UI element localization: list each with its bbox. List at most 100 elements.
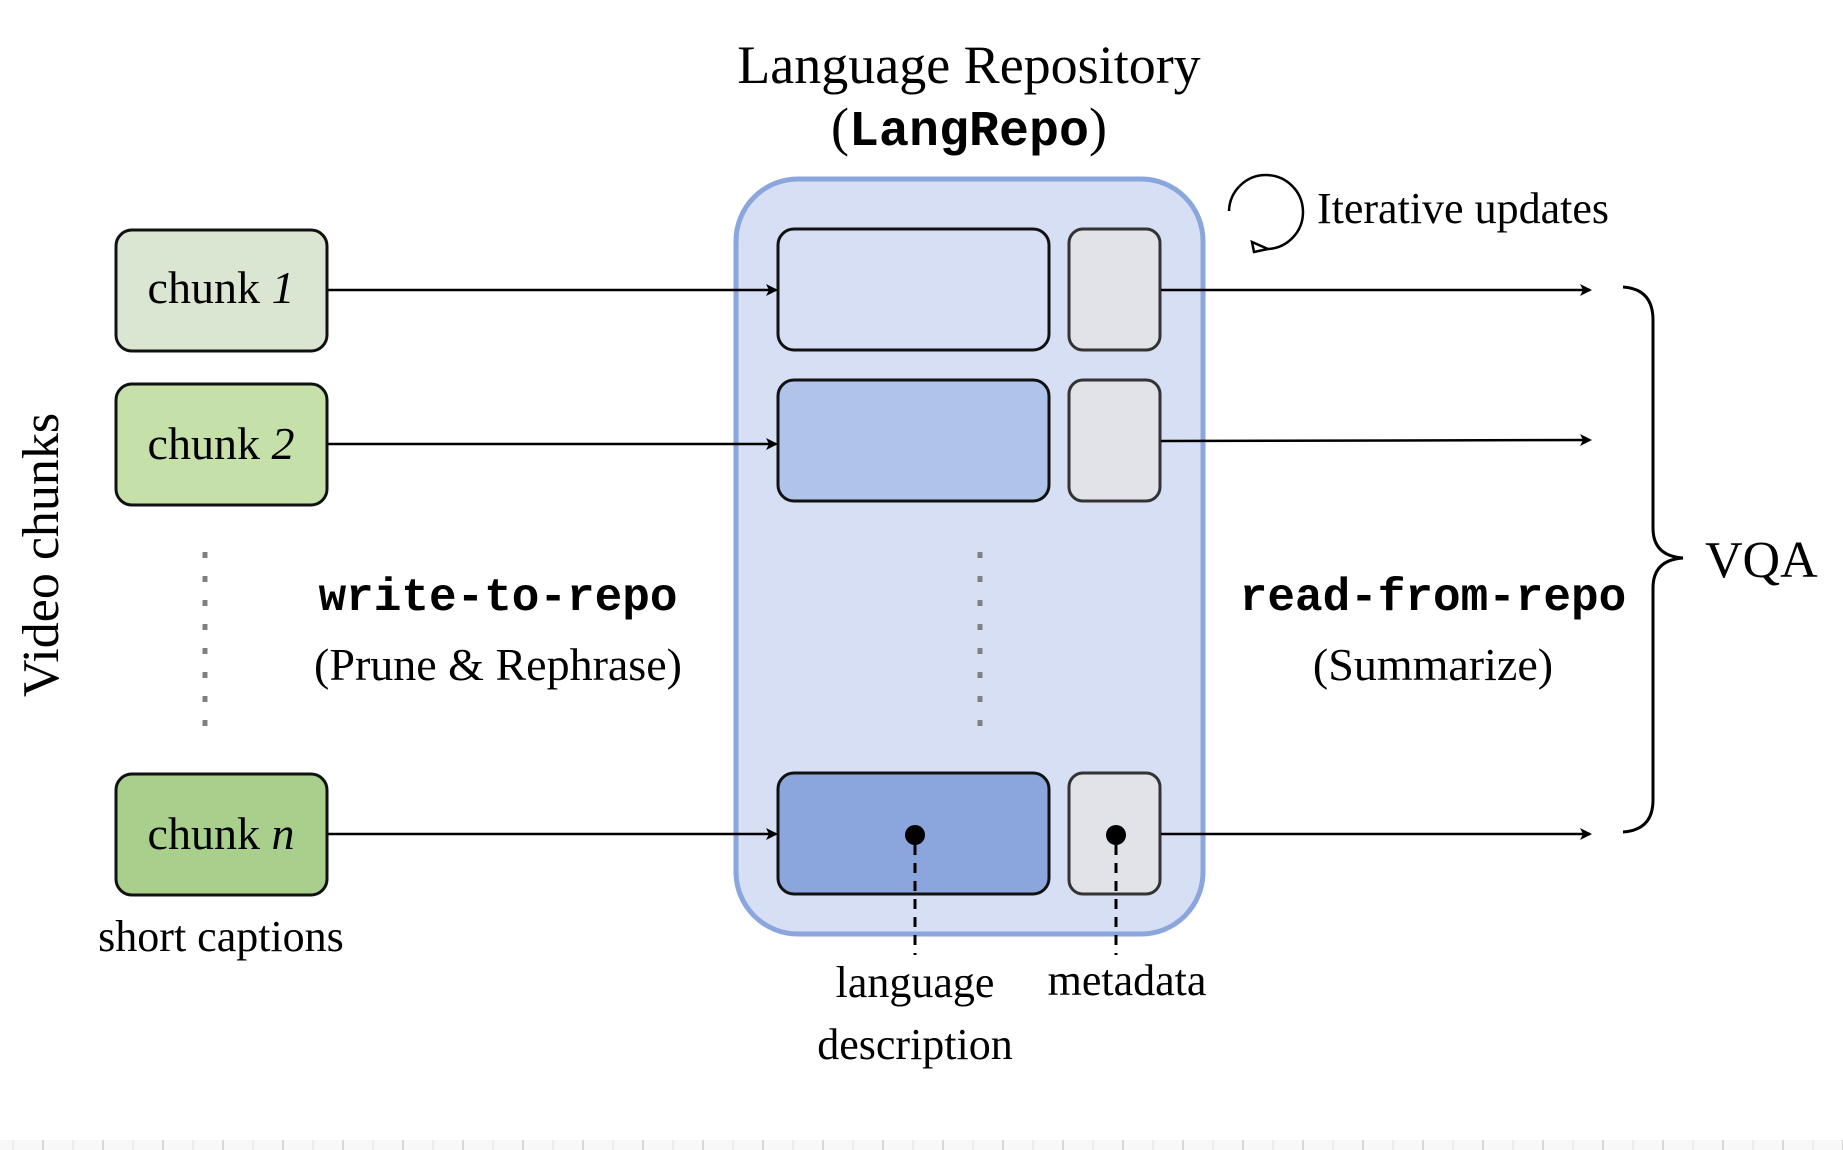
ruler-tick [642,1140,644,1150]
ruler-tick [1542,1140,1544,1150]
repo-acronym: LangRepo [849,104,1089,161]
chunk-n: chunk n [114,772,329,897]
ruler-tick [1482,1140,1484,1150]
ruler-strip [0,1140,1843,1150]
ruler-tick [792,1140,794,1150]
ruler-tick [12,1140,14,1150]
bottom-ruler [0,1140,1843,1150]
read-from-repo-label: read-from-repo [1240,572,1626,624]
ruler-tick [702,1140,704,1150]
ruler-tick [972,1140,974,1150]
ruler-tick [1092,1140,1094,1150]
metadata-callout-label: metadata [1048,956,1207,1005]
ruler-tick [942,1140,944,1150]
ruler-tick [1572,1140,1574,1150]
ruler-tick [1452,1140,1454,1150]
metadata-callout-dot [1106,825,1126,845]
ruler-tick [1272,1140,1274,1150]
ruler-tick [72,1140,74,1150]
language-repository-box [733,176,1206,937]
ruler-tick [1152,1140,1154,1150]
chunk-label: chunk n [148,808,295,859]
chunk-box [114,382,329,507]
curly-brace [1622,285,1684,834]
chunk-label: chunk 2 [148,418,295,469]
ruler-tick [372,1140,374,1150]
ruler-tick [762,1140,764,1150]
vqa-label: VQA [1705,532,1818,589]
ruler-tick [732,1140,734,1150]
description-callout-label: description [817,1020,1013,1069]
ruler-tick [1422,1140,1424,1150]
ruler-tick [552,1140,554,1150]
ruler-tick [252,1140,254,1150]
ruler-tick [522,1140,524,1150]
chunk-2: chunk 2 [114,382,329,507]
ruler-tick [192,1140,194,1150]
metadata-cell [1067,378,1162,503]
video-chunks-label: Video chunks [13,413,70,697]
ruler-tick [612,1140,614,1150]
ruler-tick [1002,1140,1004,1150]
ruler-tick [162,1140,164,1150]
ruler-tick [1602,1140,1604,1150]
ruler-tick [282,1140,284,1150]
ruler-tick [912,1140,914,1150]
ruler-tick [1512,1140,1514,1150]
ruler-tick [312,1140,314,1150]
paren-close: ) [1089,97,1107,157]
prune-rephrase-label: (Prune & Rephrase) [314,639,682,690]
ruler-tick [1212,1140,1214,1150]
read-arrow-2 [1160,434,1592,447]
language-description-cell [776,227,1051,352]
iterative-updates-label: Iterative updates [1317,184,1609,233]
repo-row-1 [776,227,1162,352]
ruler-tick [1182,1140,1184,1150]
ruler-tick [1242,1140,1244,1150]
language-description-cell [776,378,1051,503]
ruler-tick [882,1140,884,1150]
repo-row-2 [776,378,1162,503]
chunk-label: chunk 1 [148,262,295,313]
ruler-tick [1362,1140,1364,1150]
write-to-repo-label: write-to-repo [319,572,678,624]
ruler-tick [672,1140,674,1150]
ruler-tick [852,1140,854,1150]
ruler-tick [1062,1140,1064,1150]
ruler-tick [1332,1140,1334,1150]
description-callout-dot [905,825,925,845]
chunk-box [114,228,329,353]
ruler-tick [132,1140,134,1150]
ruler-tick [432,1140,434,1150]
ruler-tick [1782,1140,1784,1150]
ruler-tick [1722,1140,1724,1150]
repo-title-acronym: (LangRepo) [831,97,1107,161]
short-captions-label: short captions [98,912,344,961]
ruler-tick [492,1140,494,1150]
summarize-label: (Summarize) [1313,639,1553,690]
repo-row-n [776,771,1162,896]
ruler-tick [822,1140,824,1150]
ruler-tick [1632,1140,1634,1150]
ruler-tick [1032,1140,1034,1150]
ruler-tick [462,1140,464,1150]
ruler-tick [1122,1140,1124,1150]
ruler-tick [1392,1140,1394,1150]
iterative-updates-icon [1227,173,1305,254]
ruler-tick [1662,1140,1664,1150]
metadata-cell [1067,227,1162,352]
ruler-tick [402,1140,404,1150]
chunk-1: chunk 1 [114,228,329,353]
ruler-tick [42,1140,44,1150]
ruler-tick [1692,1140,1694,1150]
ruler-tick [1302,1140,1304,1150]
ruler-tick [1812,1140,1814,1150]
ruler-tick [582,1140,584,1150]
paren-open: ( [831,97,849,157]
ruler-tick [342,1140,344,1150]
language-callout-label: language [836,958,995,1007]
ruler-tick [222,1140,224,1150]
ruler-tick [1752,1140,1754,1150]
chunk-box [114,772,329,897]
